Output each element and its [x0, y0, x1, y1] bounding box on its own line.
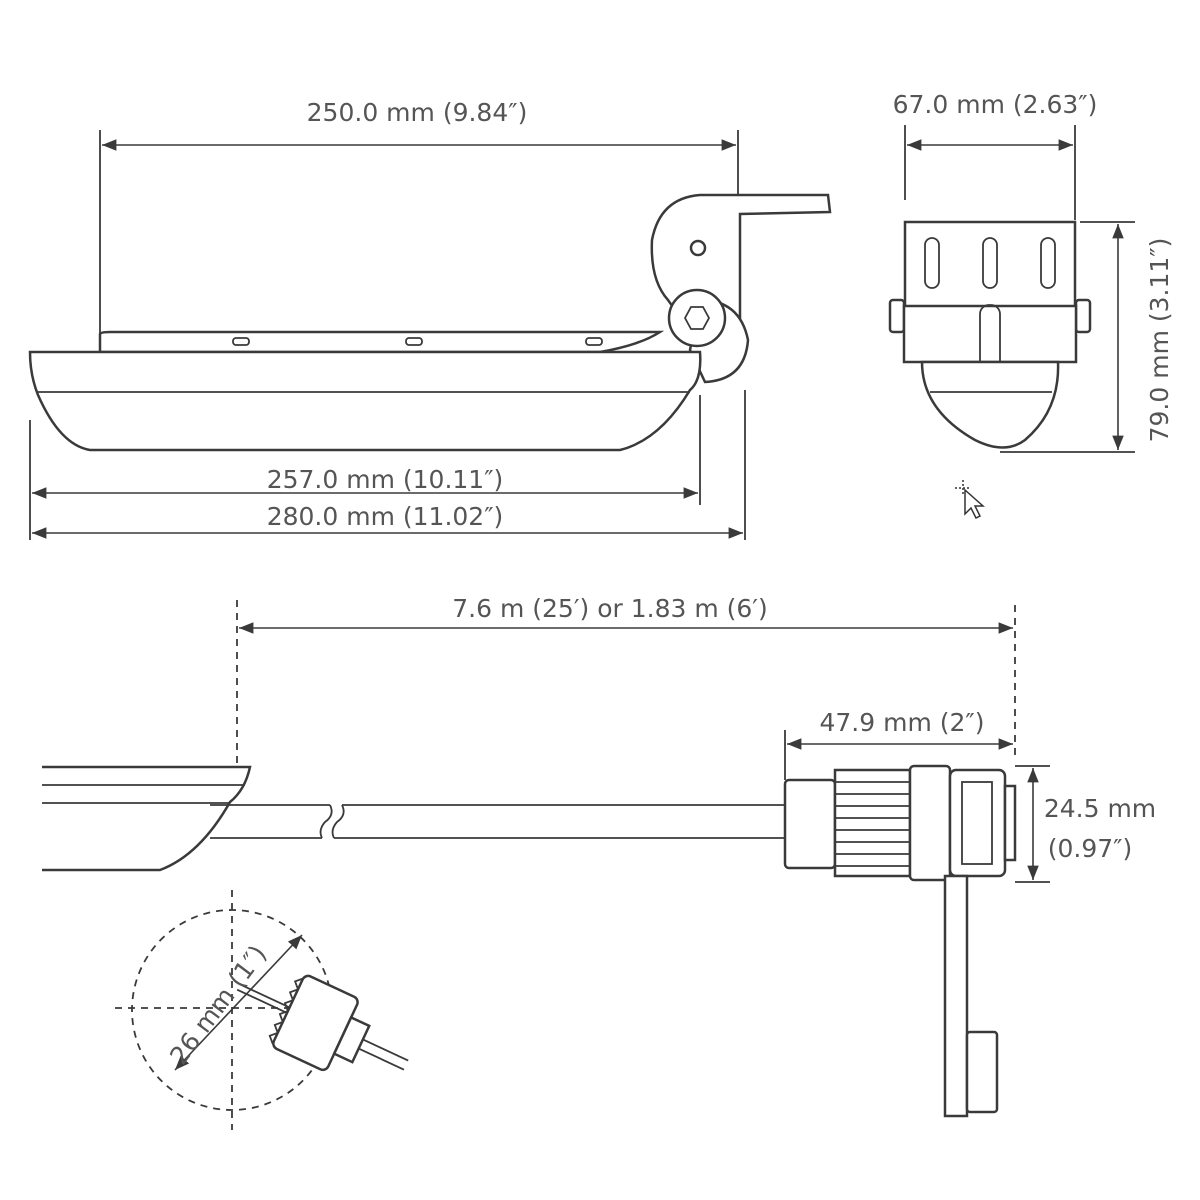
overall-length-label: 280.0 mm (11.02″): [267, 502, 504, 531]
transducer-body: [28, 350, 702, 452]
end-view-body: [920, 360, 1060, 449]
hole-saw-detail: 26 mm (1″): [115, 890, 409, 1130]
hole-diameter-label: 26 mm (1″): [164, 940, 272, 1070]
cable-connector: [783, 764, 1017, 1118]
connector-diameter-in-label: (0.97″): [1048, 834, 1133, 863]
hole-saw-icon: [236, 974, 409, 1072]
connector-diameter-mm-label: 24.5 mm: [1044, 794, 1156, 823]
cable-view: 7.6 m (25′) or 1.83 m (6′): [42, 594, 1156, 1118]
height-label: 79.0 mm (3.11″): [1145, 238, 1174, 443]
pivot-bolt: [667, 288, 727, 348]
cable-length-label: 7.6 m (25′) or 1.83 m (6′): [452, 594, 767, 623]
transducer-fragment: [42, 765, 252, 872]
side-view: 250.0 mm (9.84″) 257.0 mm (10.11″) 280.0…: [28, 98, 832, 540]
width-label: 67.0 mm (2.63″): [893, 90, 1098, 119]
end-view: 67.0 mm (2.63″) 79.0 mm (3.11″): [888, 90, 1174, 520]
length-label: 250.0 mm (9.84″): [307, 98, 528, 127]
cable: [334, 804, 785, 839]
move-cursor-icon: [955, 480, 985, 520]
connector-length-label: 47.9 mm (2″): [819, 708, 984, 737]
body-length-label: 257.0 mm (10.11″): [267, 465, 504, 494]
